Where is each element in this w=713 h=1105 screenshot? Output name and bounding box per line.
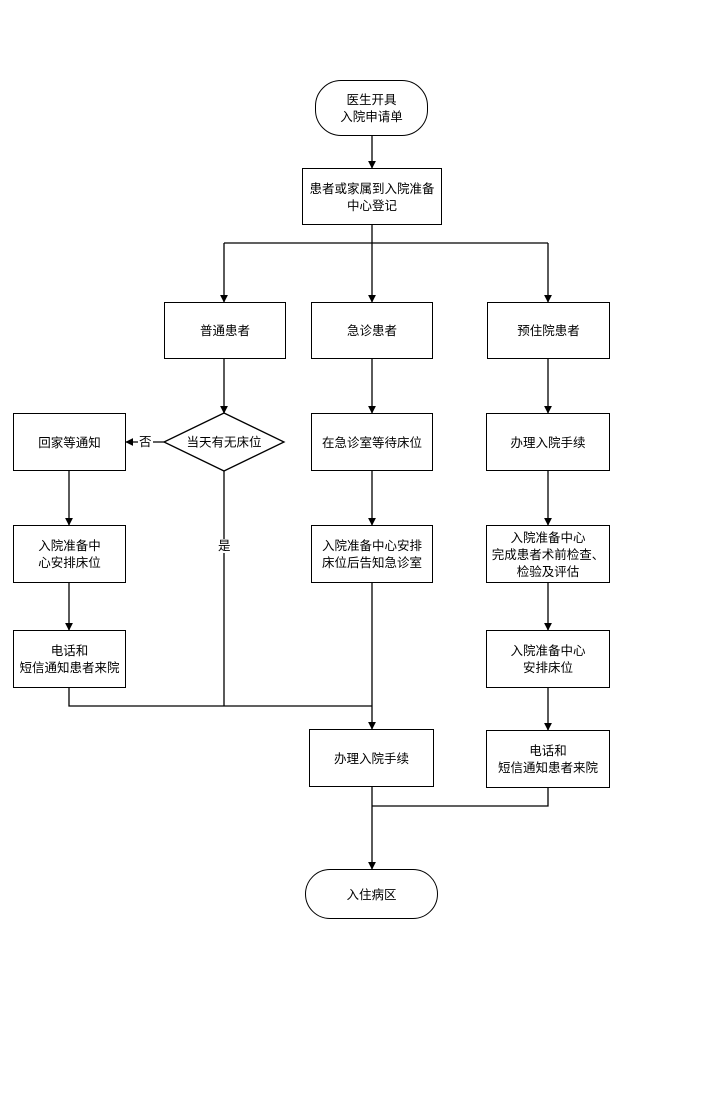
preop-check-box: 入院准备中心 完成患者术前检查、 检验及评估 [486, 525, 610, 583]
edge-notify-left-merge [68, 688, 372, 707]
normal-patient-box: 普通患者 [164, 302, 286, 359]
edge-notify-right-merge [372, 788, 549, 807]
wait-home-box: 回家等通知 [13, 413, 126, 471]
admit-procedure-right-box: 办理入院手续 [486, 413, 610, 471]
notify-right-box: 电话和 短信通知患者来院 [486, 730, 610, 788]
register-box: 患者或家属到入院准备 中心登记 [302, 168, 442, 225]
reserved-patient-box: 预住院患者 [487, 302, 610, 359]
wait-er-box: 在急诊室等待床位 [311, 413, 433, 471]
arrange-bed-er-box: 入院准备中心安排 床位后告知急诊室 [311, 525, 433, 583]
edge-label-yes: 是 [217, 538, 232, 553]
start-terminal: 医生开具 入院申请单 [315, 80, 428, 136]
decision-diamond [162, 412, 286, 472]
arrange-bed-left-box: 入院准备中 心安排床位 [13, 525, 126, 583]
ward-terminal: 入住病区 [305, 869, 438, 919]
decision-bed-check-text: 当天有无床位 [186, 435, 261, 450]
edge-label-no: 否 [138, 434, 153, 449]
emergency-patient-box: 急诊患者 [311, 302, 433, 359]
notify-left-box: 电话和 短信通知患者来院 [13, 630, 126, 688]
admit-procedure-center-box: 办理入院手续 [309, 729, 434, 787]
arrange-bed-right-box: 入院准备中心 安排床位 [486, 630, 610, 688]
